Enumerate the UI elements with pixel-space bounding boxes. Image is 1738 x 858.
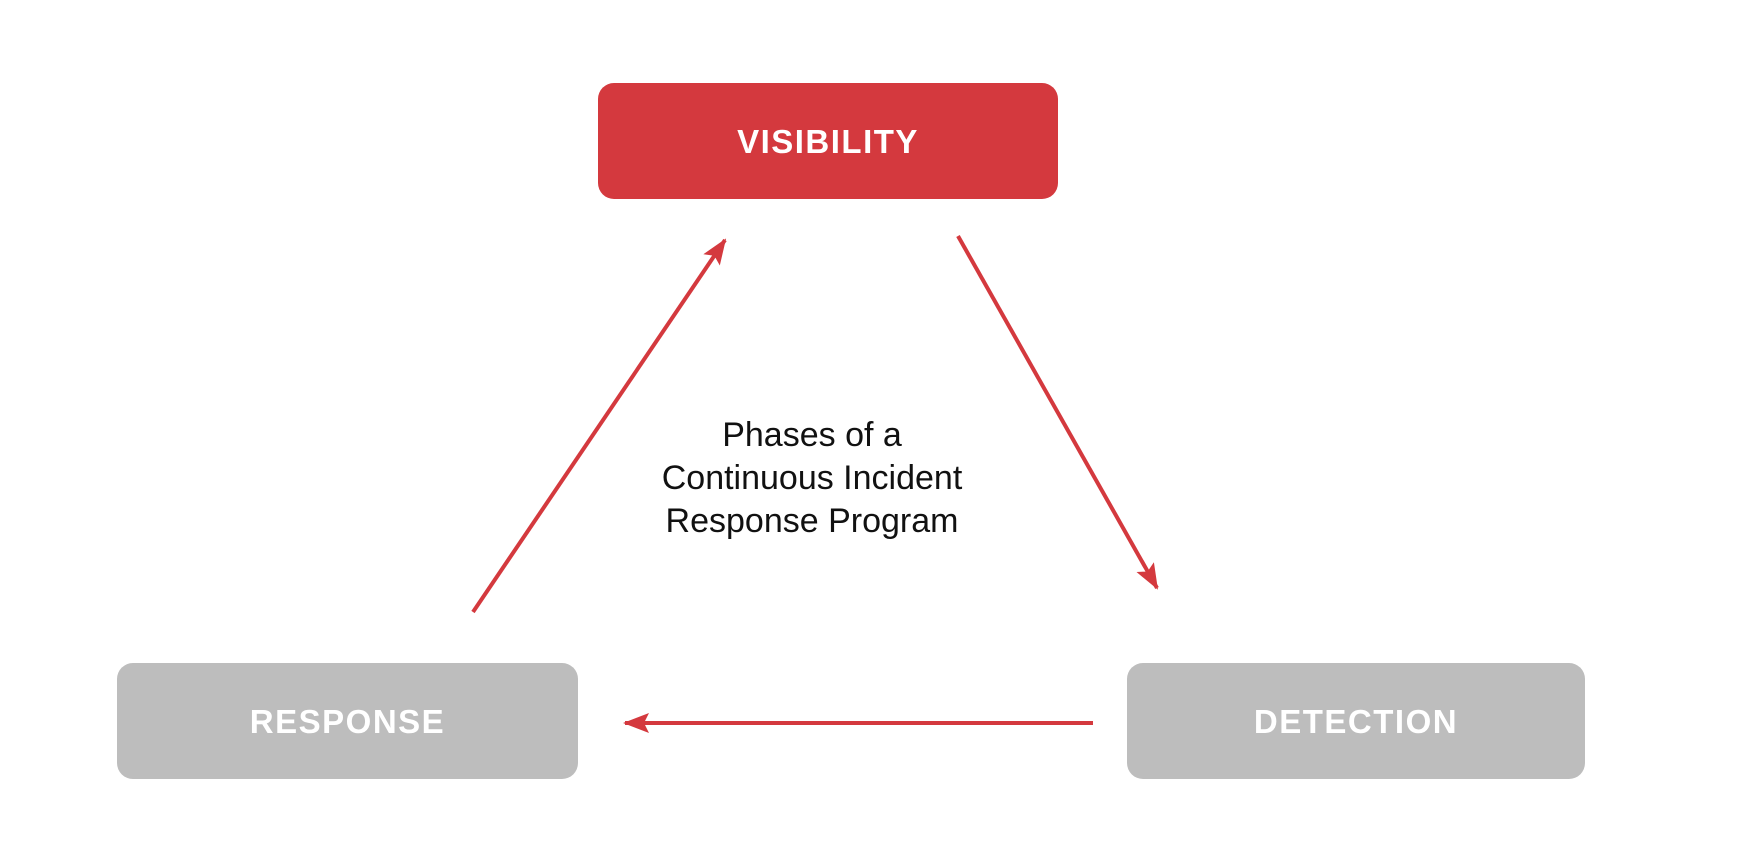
diagram-title-line-2: Continuous Incident <box>661 459 963 497</box>
diagram-title-line-3: Response Program <box>665 502 959 540</box>
node-visibility: VISIBILITY <box>598 83 1058 199</box>
arrow-visibility-to-detection <box>956 235 1159 590</box>
node-response: RESPONSE <box>117 663 578 779</box>
node-visibility-label: VISIBILITY <box>737 122 919 160</box>
diagram-title: Phases of a Continuous Incident Response… <box>662 414 963 543</box>
node-response-label: RESPONSE <box>249 702 446 740</box>
node-detection-label: DETECTION <box>1253 702 1459 740</box>
diagram-title-line-1: Phases of a <box>722 416 902 454</box>
node-detection: DETECTION <box>1127 663 1585 779</box>
